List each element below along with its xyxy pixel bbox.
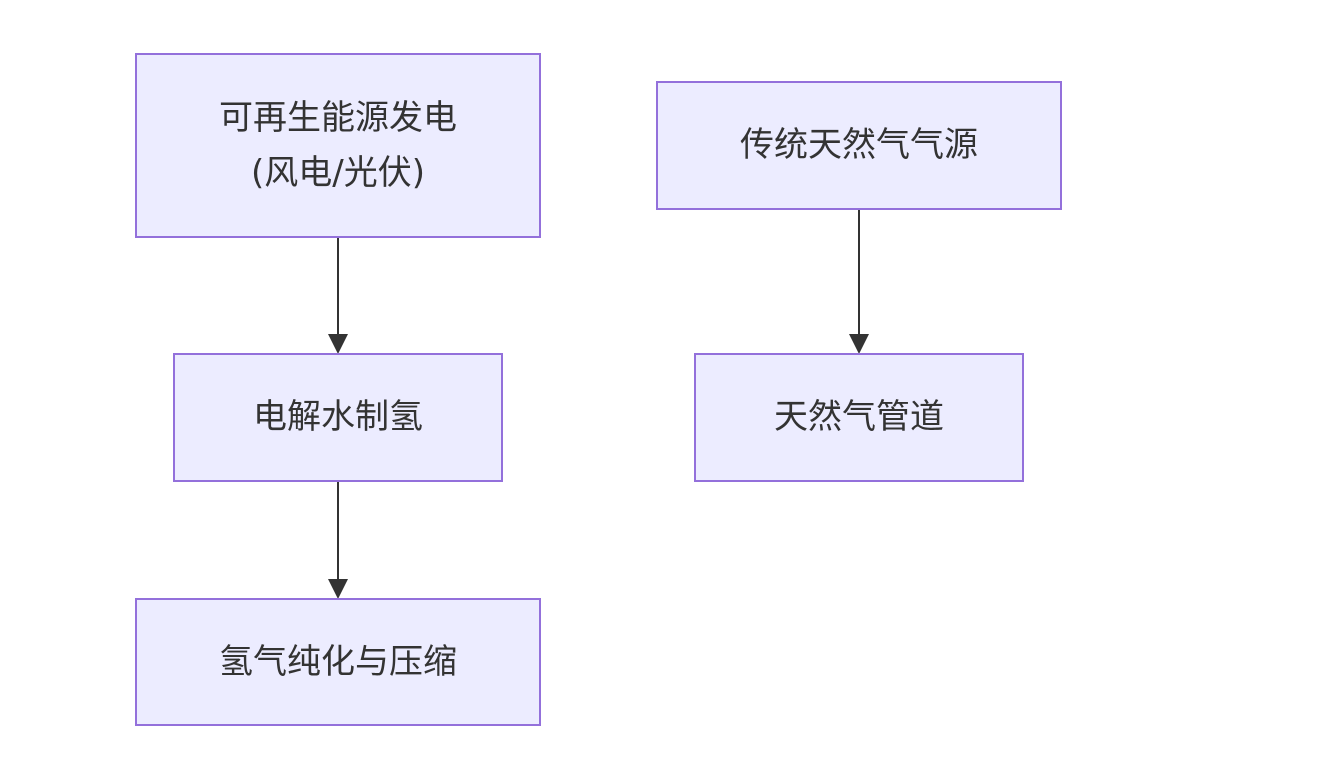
node-gas-pipeline-label: 天然气管道 [774, 397, 944, 438]
node-hydrogen-purification: 氢气纯化与压缩 [135, 598, 541, 726]
node-water-electrolysis-label: 电解水制氢 [253, 397, 423, 438]
node-renewable-power-line2: (风电/光伏) [251, 152, 425, 193]
node-traditional-gas-source-label: 传统天然气气源 [740, 125, 978, 166]
node-traditional-gas-source: 传统天然气气源 [656, 81, 1062, 210]
node-renewable-power: 可再生能源发电 (风电/光伏) [135, 53, 541, 238]
node-renewable-power-line1: 可再生能源发电 [219, 98, 457, 139]
node-gas-pipeline: 天然气管道 [694, 353, 1024, 482]
node-water-electrolysis: 电解水制氢 [173, 353, 503, 482]
node-hydrogen-purification-label: 氢气纯化与压缩 [219, 641, 457, 682]
